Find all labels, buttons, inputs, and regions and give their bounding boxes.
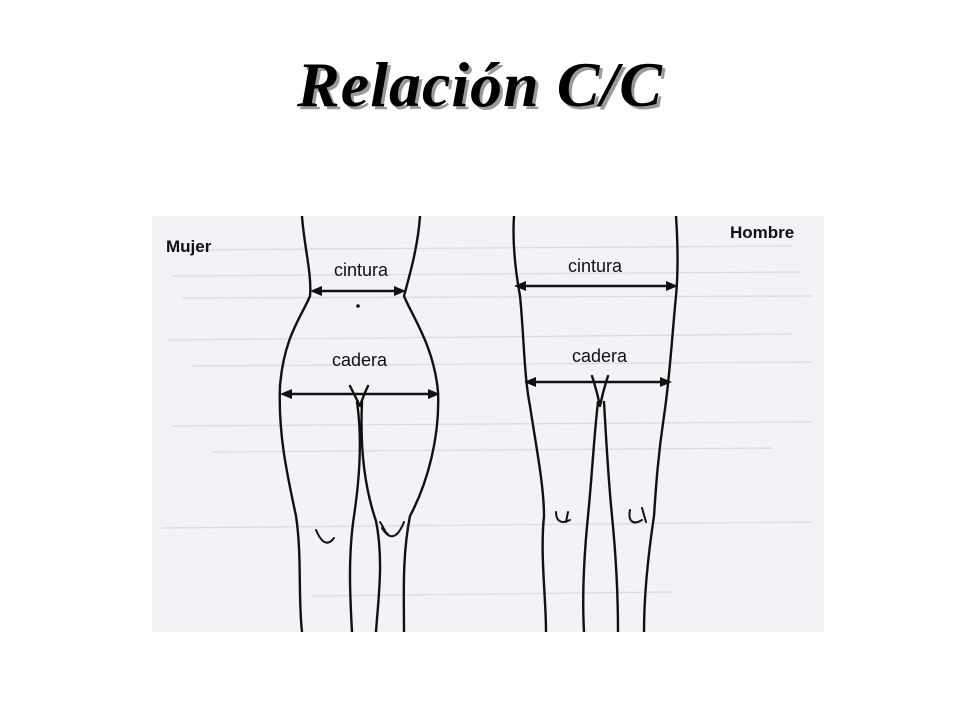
woman-waist-arrow <box>310 286 406 296</box>
man-knee-right-inner <box>641 507 647 523</box>
woman-inner-leg-right <box>360 400 382 632</box>
woman-knee-right-inner <box>379 521 389 535</box>
man-heading: Hombre <box>730 223 794 242</box>
woman-waist-label: cintura <box>334 260 389 280</box>
man-knee-left <box>555 511 571 523</box>
man-silhouette <box>512 216 679 632</box>
man-waist-arrow <box>514 281 678 291</box>
woman-outline-right <box>402 216 440 632</box>
man-inner-leg-right <box>602 400 620 632</box>
man-hip-arrow <box>524 377 672 387</box>
man-outline-left <box>512 216 548 632</box>
body-shape-illustration: Mujer cintura cadera Hombre cintura cade… <box>161 216 813 632</box>
woman-knee-right <box>381 521 405 538</box>
man-knee-left-inner <box>565 511 569 523</box>
woman-outline-left <box>278 216 312 632</box>
woman-crotch <box>348 384 370 408</box>
woman-knee-left <box>315 529 335 544</box>
man-hip-label: cadera <box>572 346 628 366</box>
man-waist-label: cintura <box>568 256 623 276</box>
man-knee-right <box>628 509 643 524</box>
woman-silhouette <box>278 216 440 632</box>
woman-heading: Mujer <box>166 237 212 256</box>
woman-hip-label: cadera <box>332 350 388 370</box>
navel <box>356 304 360 308</box>
woman-inner-leg-left <box>348 400 362 632</box>
man-crotch <box>590 374 610 408</box>
man-inner-leg-left <box>582 400 600 632</box>
slide-title: Relación C/C <box>297 49 663 120</box>
man-outline-right <box>642 216 679 632</box>
woman-hip-arrow <box>280 389 440 399</box>
body-shape-figure: Mujer cintura cadera Hombre cintura cade… <box>152 216 824 632</box>
scan-background-lines <box>161 245 813 597</box>
